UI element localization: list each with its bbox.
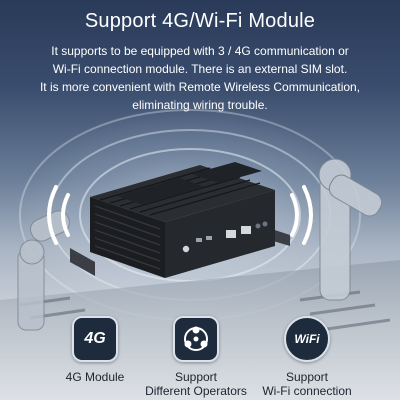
feature-label: Support Different Operators	[131, 370, 261, 398]
4g-icon-text: 4G	[84, 330, 106, 347]
mini-pc	[70, 162, 290, 278]
wifi-icon: WiFi	[284, 316, 330, 362]
feature-wifi: WiFi Support Wi-Fi connection	[242, 316, 372, 398]
description-line: Wi-Fi connection module. There is an ext…	[52, 62, 348, 76]
power-button	[182, 245, 190, 253]
mounting-bracket	[70, 248, 95, 276]
description-line: eliminating wiring trouble.	[132, 98, 268, 112]
description-line: It is more convenient with Remote Wirele…	[39, 80, 361, 94]
description-line: It supports to be equipped with 3 / 4G c…	[51, 44, 349, 58]
operators-glyph	[184, 326, 208, 351]
feature-label-line: Support	[285, 370, 329, 384]
feature-label-line: Support	[174, 370, 218, 384]
feature-label-line: Different Operators	[145, 384, 247, 398]
usb-port	[241, 226, 251, 234]
feature-label-line: 4G Module	[65, 370, 125, 384]
signal-waves-left	[47, 185, 70, 245]
4g-icon: 4G	[72, 316, 118, 362]
feature-4g: 4G 4G Module	[30, 316, 160, 384]
page-title: Support 4G/Wi-Fi Module	[84, 10, 316, 32]
feature-label-line: Wi-Fi connection	[262, 384, 352, 398]
robot-arm-right	[318, 158, 383, 301]
feature-label: Support Wi-Fi connection	[242, 370, 372, 398]
signal-waves-right	[290, 185, 313, 245]
feature-label: 4G Module	[30, 370, 160, 384]
usb-port	[206, 236, 212, 240]
usb-port	[226, 230, 236, 238]
wifi-icon-text: WiFi	[294, 332, 320, 346]
operators-icon	[173, 316, 219, 362]
audio-port	[262, 221, 268, 227]
usb-port	[196, 238, 202, 242]
feature-operators: Support Different Operators	[131, 316, 261, 398]
audio-port	[255, 223, 261, 229]
